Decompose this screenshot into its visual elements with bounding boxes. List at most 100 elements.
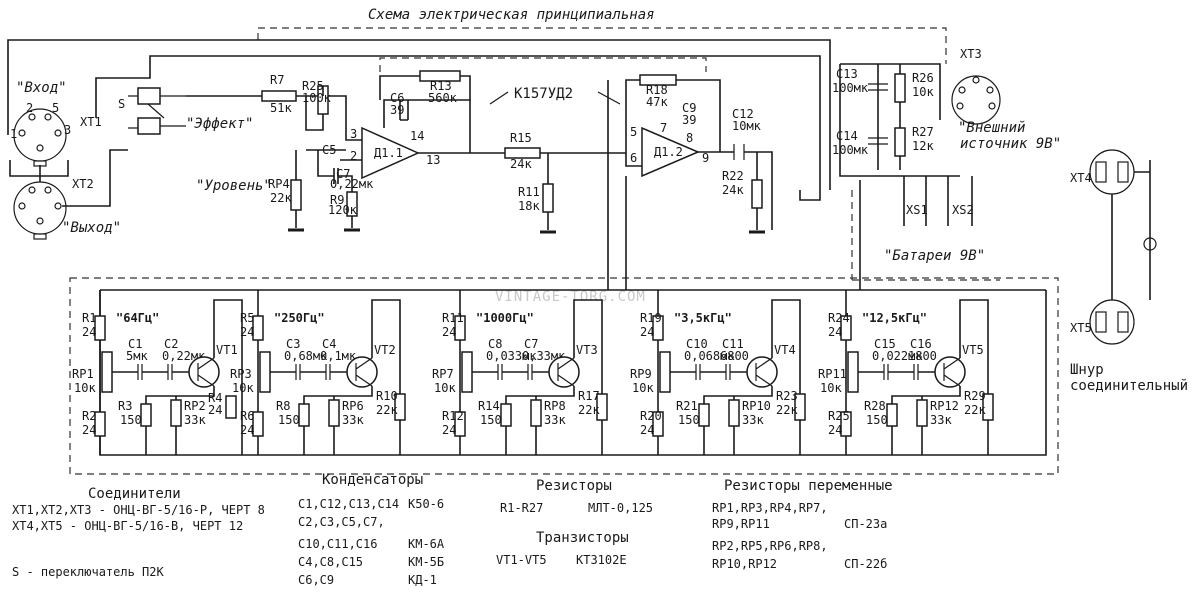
- transistor-5: [934, 356, 966, 388]
- transistor-2: [346, 356, 378, 388]
- value-r25: 100к: [302, 91, 332, 105]
- label-ca-4: C10: [686, 337, 708, 351]
- value-r-top-4: 24: [640, 325, 654, 339]
- legend-cap-row-1-b: К50-6: [408, 497, 444, 511]
- pot-1: [101, 351, 113, 393]
- filter-caps-3: [497, 364, 533, 380]
- r18: [639, 74, 677, 86]
- value-re-1: 150: [120, 413, 142, 427]
- value-r-top-5: 24: [828, 325, 842, 339]
- label-r-bot-2: R6: [240, 409, 254, 423]
- value-r-bot-5: 24: [828, 423, 842, 437]
- xt4-connector: [1089, 149, 1135, 195]
- value-r-bot-1: 24: [82, 423, 96, 437]
- label-vyhod: "Выход": [62, 220, 121, 236]
- label-r-top-4: R19: [640, 311, 662, 325]
- label-xt5: XT5: [1070, 321, 1092, 335]
- label-c13: C13: [836, 67, 858, 81]
- label-r26: R26: [912, 71, 934, 85]
- transistor-symbol-1: [197, 357, 215, 387]
- resistor-emitter-1: [140, 403, 152, 427]
- value-r-top-2: 24: [240, 325, 254, 339]
- label-re-4: R21: [676, 399, 698, 413]
- resistor-top-2: [252, 315, 264, 341]
- label-rp-1: RP1: [72, 367, 94, 381]
- switch-s: [128, 87, 186, 135]
- label-cb-5: C16: [910, 337, 932, 351]
- label-freq-4: "3,5кГц": [674, 311, 732, 325]
- legend-cap-row-3-a: C10,C11,C16: [298, 537, 377, 551]
- value-re-5: 150: [866, 413, 888, 427]
- resistor-collector-5: [982, 393, 994, 421]
- resistor-mid-2: [225, 395, 237, 419]
- label-rc-3: R17: [578, 389, 600, 403]
- legend-cap-row-4-b: КМ-5Б: [408, 555, 444, 569]
- pot-5: [847, 351, 859, 393]
- value-r11: 18к: [518, 199, 540, 213]
- label-c7: C7: [336, 167, 350, 181]
- legend-res-row-1-a: R1-R27: [500, 501, 543, 515]
- legend-tr-row-1-b: КТ3102Е: [576, 553, 627, 567]
- dashed-frame-filters: [69, 277, 1059, 475]
- legend: Соединители XT1,XT2,XT3 - ОНЦ-ВГ-5/16-Р,…: [12, 472, 893, 587]
- resistor-collector-2: [394, 393, 406, 421]
- pin-2b: 2: [350, 149, 357, 163]
- value-r-top-3: 24: [442, 325, 456, 339]
- label-rc-2: R10: [376, 389, 398, 403]
- resistor-bottom-1: [94, 411, 106, 437]
- value-re-4: 150: [678, 413, 700, 427]
- value-rp-4: 10к: [632, 381, 654, 395]
- pin-6: 6: [630, 151, 637, 165]
- label-rc-4: R23: [776, 389, 798, 403]
- legend-connectors-row-1: XT1,XT2,XT3 - ОНЦ-ВГ-5/16-Р, ЧЕРТ 8: [12, 503, 265, 517]
- pin-1: 1: [10, 127, 17, 141]
- value-rpe-2: 33к: [342, 413, 364, 427]
- value-r-bot-2: 24: [240, 423, 254, 437]
- filter-wire-collector-3: [573, 299, 603, 455]
- label-r11: R11: [518, 185, 540, 199]
- label-cb-4: C11: [722, 337, 744, 351]
- label-r15: R15: [510, 131, 532, 145]
- diagram-title: Схема электрическая принципиальная: [368, 7, 655, 23]
- label-vneshniy-1: "Внешний: [958, 120, 1025, 136]
- value-rpe-3: 33к: [544, 413, 566, 427]
- label-r-bot-5: R25: [828, 409, 850, 423]
- label-r27: R27: [912, 125, 934, 139]
- pin-5b: 5: [630, 125, 637, 139]
- resistor-emitter-2: [298, 403, 310, 427]
- legend-cap-row-1-a: C1,C12,C13,C14: [298, 497, 399, 511]
- label-da1: Д1.1: [374, 146, 403, 160]
- value-r18: 47к: [646, 95, 668, 109]
- xt5-connector: [1089, 299, 1135, 345]
- r15: [504, 147, 541, 159]
- value-rc-5: 22к: [964, 403, 986, 417]
- label-rc-5: R29: [964, 389, 986, 403]
- watermark: VINTAGE-TORG.COM: [495, 289, 646, 305]
- pin-5: 5: [52, 101, 59, 115]
- value-c7: 0,22мк: [330, 177, 374, 191]
- wire-switch: [95, 55, 821, 201]
- value-rc-2: 22к: [376, 403, 398, 417]
- resistor-emitter-5: [886, 403, 898, 427]
- label-uroven: "Уровень": [196, 178, 272, 194]
- dashed-frame-battery: [851, 190, 1000, 281]
- legend-tr-row-1-a: VT1-VT5: [496, 553, 547, 567]
- value-r27: 12к: [912, 139, 934, 153]
- label-r-top-3: R11: [442, 311, 464, 325]
- legend-cap-row-3-b: КМ-6А: [408, 537, 445, 551]
- pot-2: [259, 351, 271, 393]
- value-rp-2: 10к: [232, 381, 254, 395]
- pot-4: [659, 351, 671, 393]
- value-r7: 51к: [270, 101, 292, 115]
- label-cb-3: C7: [524, 337, 538, 351]
- label-rpe-5: RP12: [930, 399, 959, 413]
- dashed-frame-ic-top: [379, 57, 707, 72]
- label-r-top-1: R1: [82, 311, 96, 325]
- value-rp-5: 10к: [820, 381, 842, 395]
- rp4: [290, 179, 302, 211]
- label-r9: R9: [330, 193, 344, 207]
- label-r-bot-1: R2: [82, 409, 96, 423]
- label-ca-3: C8: [488, 337, 502, 351]
- resistor-emitter-3: [500, 403, 512, 427]
